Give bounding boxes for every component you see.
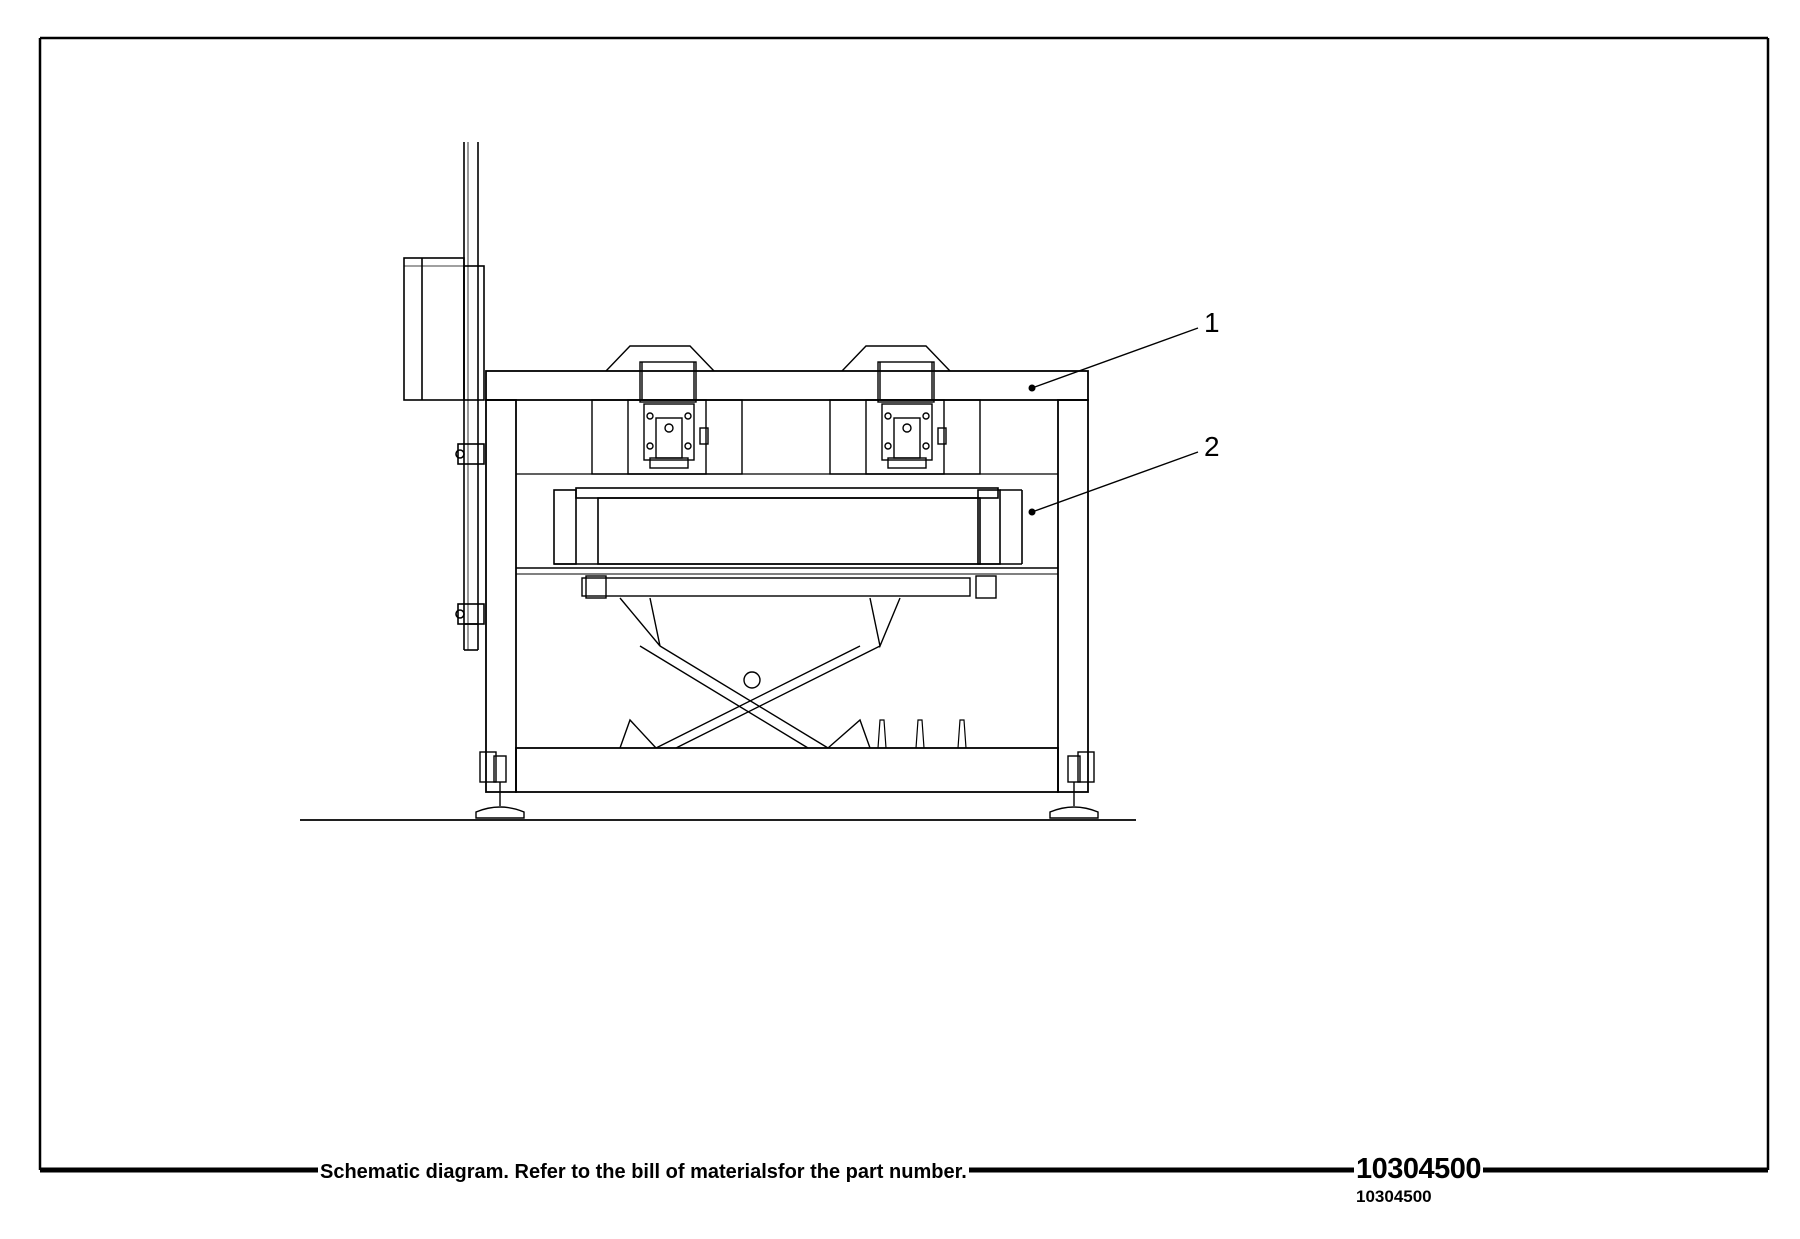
drawing-border <box>38 36 1770 1173</box>
callout-2: 2 <box>1028 431 1220 516</box>
main-frame <box>485 370 1089 793</box>
callout-1-dot <box>1028 384 1036 392</box>
upper-bracket-left <box>591 345 743 475</box>
post-clamp-lower <box>455 603 485 625</box>
scissor-lift <box>581 575 997 749</box>
control-cabinet <box>403 257 485 401</box>
callout-2-label: 2 <box>1204 431 1220 462</box>
leveling-foot-left <box>475 751 525 819</box>
drawing-number: 10304500 <box>1354 1153 1484 1185</box>
lift-platform <box>553 487 1023 565</box>
callout-1-label: 1 <box>1204 307 1220 338</box>
callout-2-dot <box>1028 508 1036 516</box>
callout-1: 1 <box>1028 307 1220 392</box>
post-clamp-upper <box>455 443 485 465</box>
footer-caption: Schematic diagram. Refer to the bill of … <box>318 1161 969 1183</box>
drawing-number-small: 10304500 <box>1356 1187 1432 1206</box>
vertical-post-assembly <box>403 142 485 651</box>
upper-bracket-right <box>829 345 981 475</box>
sensor-pins <box>877 719 967 749</box>
leveling-foot-right <box>1049 751 1099 819</box>
